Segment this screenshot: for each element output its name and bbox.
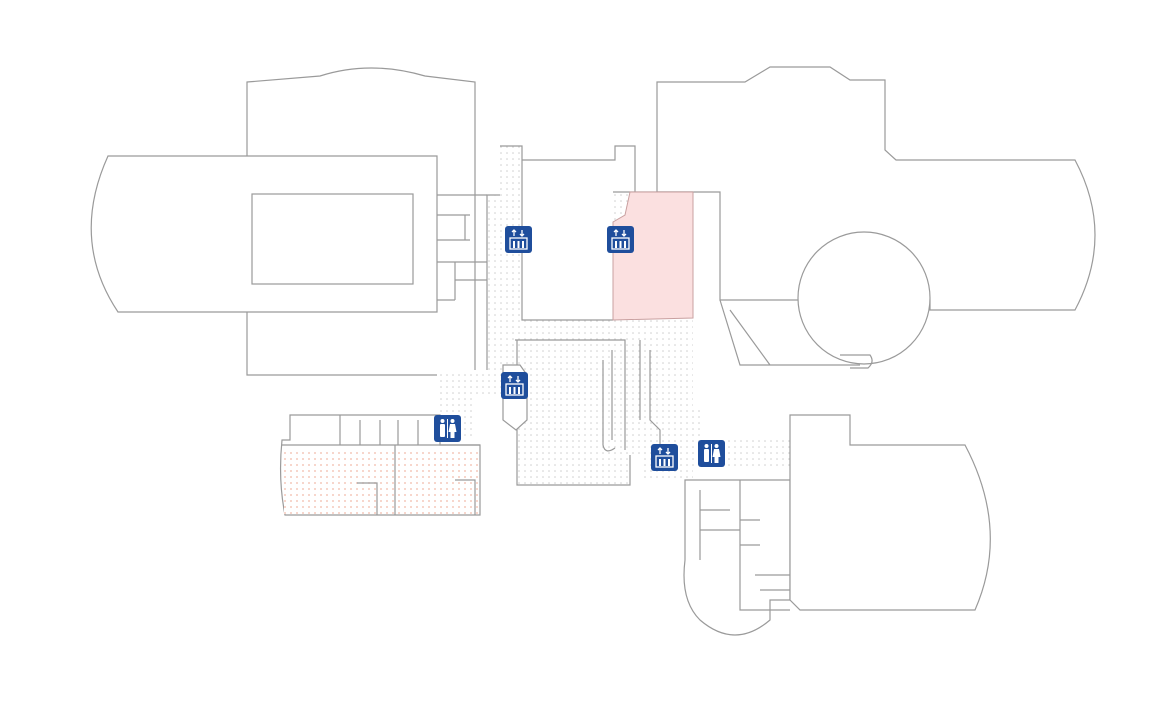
highlighted-area-southwest[interactable] [284,448,478,514]
central-partition-walls [602,340,661,452]
elevator-icon[interactable] [651,444,678,471]
elevator-icon[interactable] [607,226,634,253]
west-small-rooms [437,194,487,301]
inner-courtyard [251,193,414,285]
highlighted-room[interactable] [612,191,694,321]
building-southeast[interactable] [789,414,991,611]
map-icons [434,226,725,471]
building-south[interactable] [683,479,791,636]
rotunda[interactable] [797,231,931,365]
southwest-room-walls [282,415,480,515]
rotunda-ramp-walls [719,299,873,369]
restroom-icon[interactable] [434,415,461,442]
elevator-icon[interactable] [501,372,528,399]
building-east[interactable] [656,66,1096,311]
restroom-icon[interactable] [698,440,725,467]
corridor-east[interactable] [660,320,790,470]
elevator-icon[interactable] [505,226,532,253]
south-room-walls [699,480,790,611]
